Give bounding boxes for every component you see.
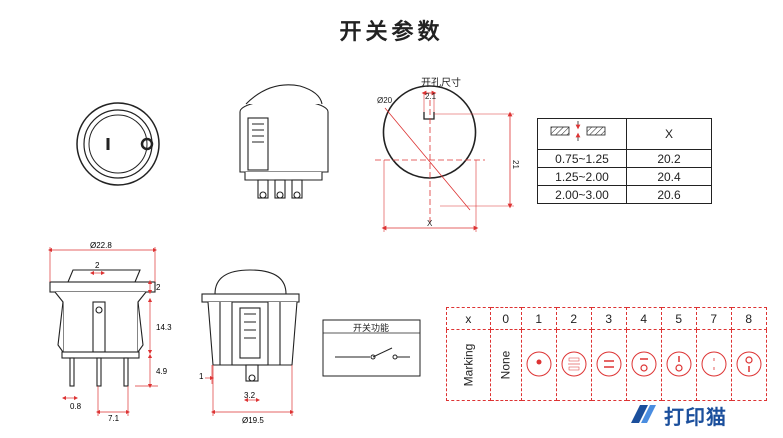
hole-x-label: X (427, 219, 433, 228)
front-dimensions (47, 247, 158, 416)
side-view-drawing (201, 269, 300, 382)
none-label: None (498, 350, 513, 380)
line-circle-icon (631, 351, 657, 376)
marking-cell (590, 329, 627, 401)
none-cell: None (489, 329, 522, 401)
thickness-header-x: X (626, 118, 712, 150)
marking-cell (660, 329, 697, 401)
page-title: 开关参数 (339, 20, 444, 45)
front-w2-label: 2 (95, 261, 100, 270)
range-cell: 2.00~3.00 (537, 185, 627, 204)
marking-cell (555, 329, 592, 401)
perspective-switch (239, 84, 329, 199)
front-h143-label: 14.3 (156, 323, 172, 332)
marking-cell (695, 329, 732, 401)
marking-row-label-cell: Marking (446, 329, 491, 401)
side-dia-label: Ø19.5 (242, 416, 264, 425)
front-dia-label: Ø22.8 (90, 241, 112, 250)
logo-text: 打印猫 (664, 404, 727, 429)
table-row: 0.75~1.25 20.2 (537, 149, 712, 168)
marking-col-header: 5 (660, 307, 697, 330)
panel-hole-drawing: Ø20 2.1 21 X (375, 85, 520, 232)
function-label: 开关功能 (353, 324, 390, 334)
marking-x-label: x (446, 307, 491, 330)
circle-line-icon (666, 351, 692, 376)
hole-height-label: 21 (511, 160, 520, 169)
table-row: 2.00~3.00 20.6 (537, 185, 712, 204)
marking-cell (520, 329, 557, 401)
x-cell: 20.6 (626, 185, 712, 204)
marking-col-header: 4 (625, 307, 662, 330)
hole-size-label: 开孔尺寸 (421, 78, 461, 89)
side-h1-label: 1 (199, 372, 204, 381)
on-off-icon (561, 351, 587, 376)
front-p08-label: 0.8 (70, 402, 82, 411)
table-row: 1.25~2.00 20.4 (537, 167, 712, 186)
marking-col-header: 1 (520, 307, 557, 330)
dot-icon (526, 351, 552, 376)
x-cell: 20.4 (626, 167, 712, 186)
marking-col-header: 2 (555, 307, 592, 330)
side-w32-label: 3.2 (244, 391, 256, 400)
front-h49-label: 4.9 (156, 367, 168, 376)
marking-cell (625, 329, 662, 401)
thickness-header-icon-cell (537, 118, 627, 150)
switch-function-box (322, 319, 421, 377)
circle-bar-icon (736, 351, 762, 376)
slot-width-label: 2.1 (425, 92, 437, 101)
x-cell: 20.2 (626, 149, 712, 168)
marking-row-label: Marking (461, 343, 476, 387)
brand-logo: 打印猫 (628, 400, 727, 430)
range-cell: 1.25~2.00 (537, 167, 627, 186)
marking-col-header: 7 (695, 307, 732, 330)
side-dimensions (205, 365, 295, 416)
thickness-table: X 0.75~1.25 20.2 1.25~2.00 20.4 2.00~3.0… (537, 118, 712, 204)
ii-icon (701, 351, 727, 376)
marking-col-header: 3 (590, 307, 627, 330)
front-view-drawing (49, 269, 156, 387)
hole-dia-label: Ø20 (377, 96, 393, 105)
marking-col-header: 8 (730, 307, 767, 330)
range-cell: 0.75~1.25 (537, 149, 627, 168)
logo-icon (631, 405, 656, 423)
marking-table: x 0 1 2 3 4 5 7 8 Marking None (446, 307, 767, 401)
equals-icon (596, 351, 622, 376)
front-p71-label: 7.1 (108, 414, 120, 423)
top-view-switch (76, 102, 160, 186)
marking-cell (730, 329, 767, 401)
marking-col-header: 0 (489, 307, 522, 330)
front-h2-label: 2 (156, 283, 161, 292)
